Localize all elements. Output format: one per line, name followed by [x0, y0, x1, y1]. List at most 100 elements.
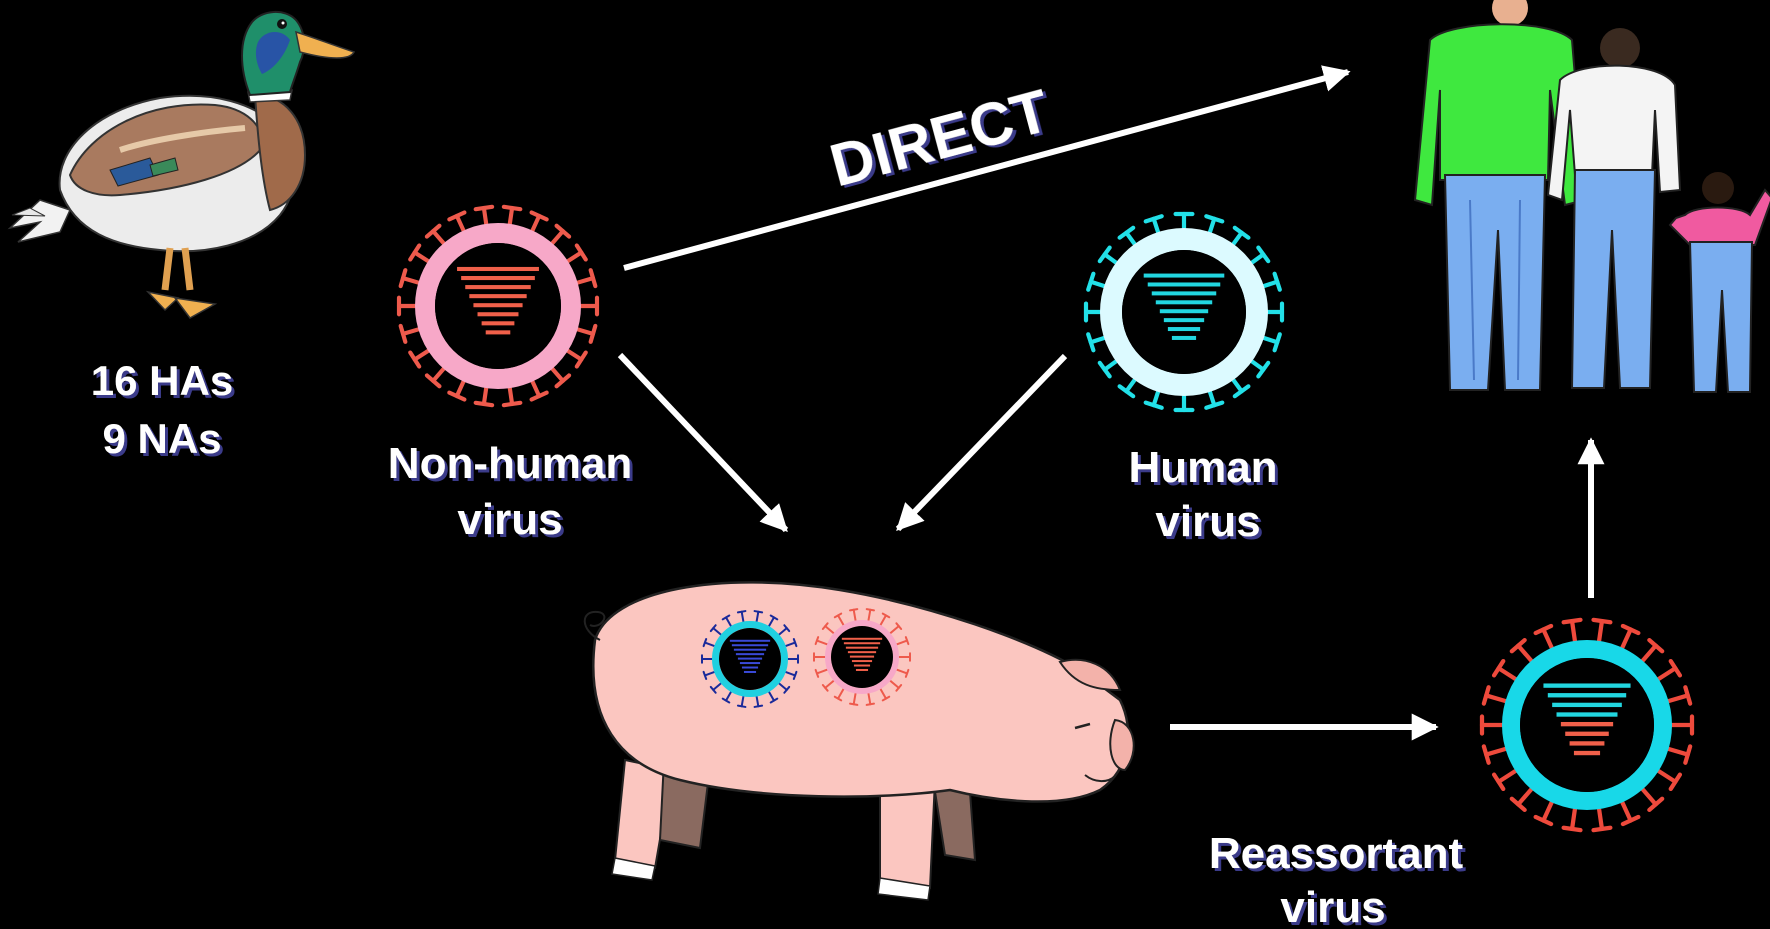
gene-segment [842, 638, 882, 640]
virus-spike [1105, 360, 1118, 369]
virus-spike-tip [476, 207, 492, 209]
gene-segment [738, 658, 762, 660]
virus-spike [1599, 807, 1602, 829]
virus-spike [415, 350, 430, 360]
gene-segment [730, 640, 770, 642]
gene-segment [469, 294, 526, 298]
virus-spike [1209, 219, 1214, 234]
virus-spike [1232, 378, 1241, 391]
gene-segment [736, 653, 764, 655]
virus-spike [484, 208, 487, 226]
virus-spike-tip [1564, 828, 1581, 830]
virus-spike-tip [755, 706, 762, 707]
gene-segment [482, 321, 515, 325]
gene-segment [473, 303, 522, 307]
virus-spike-tip [504, 207, 520, 209]
human-to-pig-arrow [898, 356, 1065, 529]
human-label-line1: Human [1128, 443, 1277, 492]
gene-segment [1168, 327, 1200, 331]
virus-spike [1232, 233, 1241, 246]
virus-spike [1250, 254, 1263, 263]
gene-segment [854, 665, 870, 667]
gene-segment [734, 649, 766, 651]
reassortant-label-line2: virus [1280, 883, 1385, 929]
virus-spike-tip [867, 609, 874, 610]
gene-segment [850, 656, 874, 658]
pig-human-virus-icon [702, 611, 798, 707]
virus-spike [1657, 770, 1676, 782]
virus-spike [510, 208, 513, 226]
virus-spike [1154, 390, 1159, 405]
nonhuman-label-line2: virus [457, 495, 562, 544]
nonhuman-label-line1: Non-human [388, 439, 632, 488]
virus-spike [403, 278, 420, 283]
virus-spike [1105, 254, 1118, 263]
virus-spike-tip [1206, 403, 1222, 408]
virus-spike [1518, 646, 1532, 663]
virus-spike-tip [850, 609, 857, 610]
virus-spike [566, 252, 581, 262]
virus-spike [576, 329, 593, 334]
virus-spike [457, 380, 464, 396]
virus-spike [566, 350, 581, 360]
gene-segment [1152, 291, 1216, 295]
pig-nonhuman-virus-icon [814, 609, 910, 705]
virus-spike [1621, 800, 1630, 820]
gene-segment [1172, 336, 1196, 340]
virus-spike [1572, 621, 1575, 643]
reassortant-label-line1: Reassortant [1209, 829, 1464, 878]
gene-segment [1565, 732, 1609, 736]
gene-segment [744, 671, 756, 673]
gene-segment [1574, 751, 1600, 755]
gene-segment [457, 267, 539, 271]
virus-spike [551, 231, 563, 245]
virus-spike [415, 252, 430, 262]
virus-spike [1621, 629, 1630, 649]
virus-spike [1499, 770, 1518, 782]
gene-segment [1148, 282, 1221, 286]
virus-spike [576, 278, 593, 283]
virus-spike [1518, 788, 1532, 805]
virus-spike-tip [738, 706, 745, 707]
virus-spike-tip [850, 704, 857, 705]
virus-spike [1486, 695, 1507, 701]
gene-segment [1552, 703, 1622, 707]
gene-segment [1561, 722, 1613, 726]
virus-spike-tip [738, 611, 745, 612]
virus-spike-tip [401, 270, 406, 286]
virus-spike [1641, 788, 1655, 805]
virus-spike-tip [1685, 687, 1690, 703]
virus-spike-tip [591, 326, 596, 342]
gene-segment [740, 662, 760, 664]
virus-spike-tip [591, 270, 596, 286]
gene-segment [461, 276, 535, 280]
virus-spike [1499, 668, 1518, 680]
virus-spike [1154, 219, 1159, 234]
gene-segment [742, 667, 758, 669]
virus-spike [1641, 646, 1655, 663]
virus-spike-tip [1594, 828, 1611, 830]
virus-spike [1657, 668, 1676, 680]
virus-spike [532, 380, 539, 396]
family-icon [1415, 0, 1770, 392]
virus-spike-tip [755, 611, 762, 612]
virus-spike [403, 329, 420, 334]
human-label-line2: virus [1155, 497, 1260, 546]
nonhuman-to-pig-arrow [620, 355, 786, 530]
gene-segment [465, 285, 531, 289]
human-virus-icon [1086, 214, 1282, 410]
virus-spike-tip [504, 403, 520, 405]
virus-spike [1091, 337, 1106, 342]
gene-segment [1570, 741, 1605, 745]
gene-segment [1164, 318, 1204, 322]
duck-label-line1: 16 HAs [91, 357, 233, 404]
virus-spike [1599, 621, 1602, 643]
gene-segment [844, 642, 880, 644]
virus-spike-tip [1685, 746, 1690, 762]
gene-segment [852, 660, 872, 662]
virus-spike [484, 386, 487, 404]
gene-segment [846, 647, 878, 649]
virus-spike [1209, 390, 1214, 405]
virus-spike-tip [1088, 274, 1093, 290]
